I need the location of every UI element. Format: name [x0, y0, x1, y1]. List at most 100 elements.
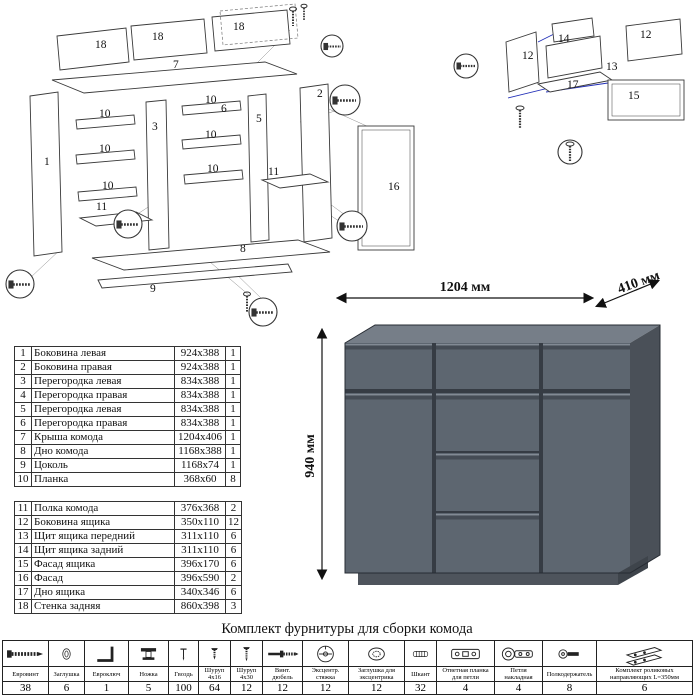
callout-number: 9	[150, 283, 156, 295]
chest-plinth-side	[618, 556, 648, 585]
bottom-board	[91, 239, 331, 271]
drawer-front	[436, 393, 539, 451]
hardware-qty: 38	[2, 681, 49, 695]
part-number: 11	[14, 501, 32, 516]
callout-number: 11	[268, 166, 279, 178]
partition-board	[247, 93, 270, 243]
dowel-screw-icon	[262, 640, 303, 667]
part-number: 14	[14, 543, 32, 558]
callout-number: 10	[102, 180, 114, 192]
hardware-qty: 32	[404, 681, 437, 695]
hardware-name: Шуруп 4х16	[198, 666, 231, 682]
callout-number: 10	[99, 143, 111, 155]
part-number: 12	[14, 515, 32, 530]
part-qty: 1	[225, 416, 241, 431]
hardware-name: Комплект роликовых направляющих L=350мм	[596, 666, 693, 682]
part-number: 6	[14, 416, 32, 431]
part-number: 8	[14, 444, 32, 459]
hardware-qty: 6	[596, 681, 693, 695]
drawer-front-board	[551, 17, 595, 43]
cam-lock-icon	[302, 640, 349, 667]
part-name: Перегородка левая	[31, 402, 175, 417]
hardware-qty: 12	[348, 681, 405, 695]
hardware-qty: 12	[262, 681, 303, 695]
part-number: 16	[14, 571, 32, 586]
depth-dimension-arrow	[595, 279, 660, 308]
part-size: 396x170	[174, 557, 226, 572]
part-size: 311x110	[174, 529, 226, 544]
callout-number: 16	[388, 181, 400, 193]
hardware-name: Заглушка	[48, 666, 85, 682]
hardware-name: Шкант	[404, 666, 437, 682]
part-name: Планка	[31, 472, 175, 487]
part-qty: 8	[225, 472, 241, 487]
callout-number: 18	[233, 21, 245, 33]
callout-number: 1	[44, 156, 50, 168]
drawer-panels	[505, 17, 685, 121]
depth-dimension-label: 410 мм	[616, 268, 663, 297]
hardware-name: Винт. дюбель	[262, 666, 303, 682]
door-board	[357, 125, 415, 251]
callout-number: 13	[606, 61, 618, 73]
part-size: 1168x388	[174, 444, 226, 459]
drawer-side-board	[505, 31, 540, 93]
euroscrew-icon	[2, 640, 49, 667]
top-board	[51, 61, 298, 94]
part-qty: 6	[225, 585, 242, 600]
part-size: 340x346	[174, 585, 226, 600]
part-name: Боковина правая	[31, 360, 175, 375]
part-qty: 1	[225, 346, 241, 361]
hexkey-icon	[84, 640, 129, 667]
hardware-qty: 8	[542, 681, 597, 695]
part-size: 924x388	[174, 346, 226, 361]
part-qty: 6	[225, 557, 242, 572]
part-qty: 1	[225, 374, 241, 389]
height-dimension-label: 940 мм	[303, 434, 318, 478]
part-size: 860x398	[174, 599, 226, 614]
left-side-board	[29, 91, 63, 257]
hardware-qty: 4	[436, 681, 495, 695]
part-number: 5	[14, 402, 32, 417]
back-panel	[211, 9, 291, 52]
part-name: Крыша комода	[31, 430, 175, 445]
hardware-name: Ответная планка для петли	[436, 666, 495, 682]
part-size: 834x388	[174, 374, 226, 389]
panel-outlines	[29, 3, 415, 289]
callout-number: 17	[567, 79, 579, 91]
callout-number: 10	[205, 94, 217, 106]
hardware-kit-title: Комплект фурнитуры для сборки комода	[221, 621, 473, 637]
hardware-name: Полкодержатель	[542, 666, 597, 682]
part-name: Перегородка правая	[31, 416, 175, 431]
width-dimension-label: 1204 мм	[440, 280, 491, 295]
hardware-name: Гвоздь	[168, 666, 199, 682]
right-side-board	[299, 83, 333, 243]
door-front	[543, 393, 630, 573]
plank	[181, 100, 242, 116]
hardware-name: Ножка	[128, 666, 169, 682]
part-qty: 6	[225, 543, 242, 558]
plinth-board	[97, 263, 293, 289]
part-qty: 6	[225, 529, 242, 544]
drawer-fasteners	[453, 53, 583, 165]
callout-number: 12	[522, 50, 534, 62]
plank	[77, 186, 138, 202]
drawer-slides-icon	[596, 640, 693, 667]
part-qty: 3	[225, 599, 242, 614]
part-number: 4	[14, 388, 32, 403]
part-qty: 1	[225, 458, 241, 473]
hardware-name: Шуруп 4х30	[230, 666, 263, 682]
hardware-qty: 5	[128, 681, 169, 695]
plank	[183, 169, 244, 185]
part-size: 834x388	[174, 402, 226, 417]
